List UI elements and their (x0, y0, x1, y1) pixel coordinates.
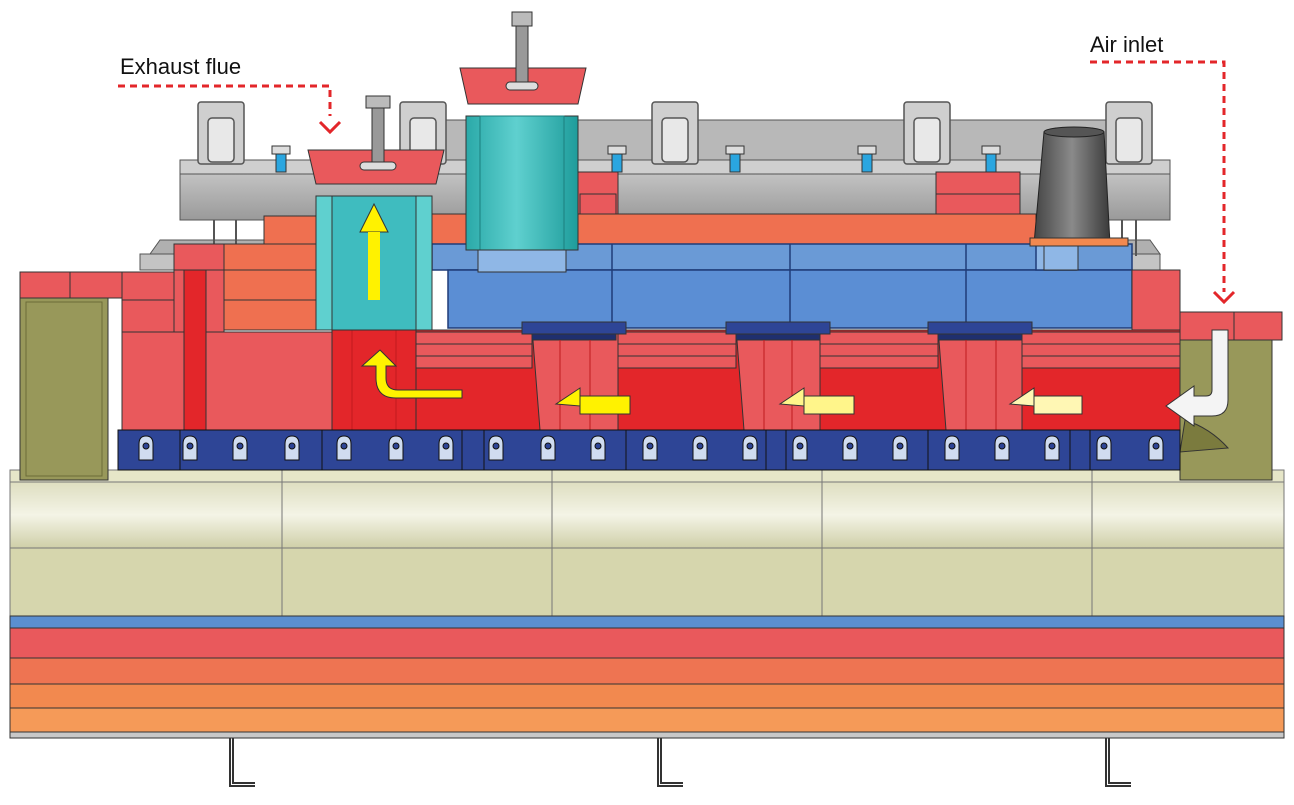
air-inlet-label: Air inlet (1090, 32, 1164, 57)
burner-port (236, 442, 244, 450)
burner-port (392, 442, 400, 450)
flue-stack (459, 11, 587, 273)
leader-lines (118, 60, 1226, 292)
burner-port (696, 442, 704, 450)
leader-arrowheads (318, 120, 1236, 305)
burner-port (544, 442, 552, 450)
burner-port (846, 442, 854, 450)
exhaust-flue-label: Exhaust flue (120, 54, 242, 79)
combustion-chamber (331, 321, 1181, 431)
burner-port (796, 442, 804, 450)
burner-port (288, 442, 296, 450)
burner-port (492, 442, 500, 450)
arrow-icon (368, 232, 380, 300)
burner-port (142, 442, 150, 450)
burner-port (442, 442, 450, 450)
burner-port (646, 442, 654, 450)
frame-clamps (197, 101, 1153, 165)
support-legs (229, 738, 1131, 787)
burner-port (186, 442, 194, 450)
burner-port (746, 442, 754, 450)
burner-port (594, 442, 602, 450)
burner-port (1100, 442, 1108, 450)
arrow-icon (360, 349, 463, 399)
burner-port (340, 442, 348, 450)
arrow-icon (1165, 329, 1229, 427)
burner-port (896, 442, 904, 450)
flow-arrows (359, 202, 1229, 427)
burner-base (117, 429, 1181, 471)
funnel-icon (1029, 126, 1129, 271)
burner-port (1048, 442, 1056, 450)
frame-bolts (271, 145, 1001, 173)
arrow-icon (554, 387, 631, 415)
burner-port (1152, 442, 1160, 450)
arrow-icon (778, 387, 855, 415)
burner-port (998, 442, 1006, 450)
arrow-icon (1008, 387, 1083, 415)
burner-port (948, 442, 956, 450)
left-bricks (19, 269, 333, 431)
foundation (9, 469, 1285, 739)
